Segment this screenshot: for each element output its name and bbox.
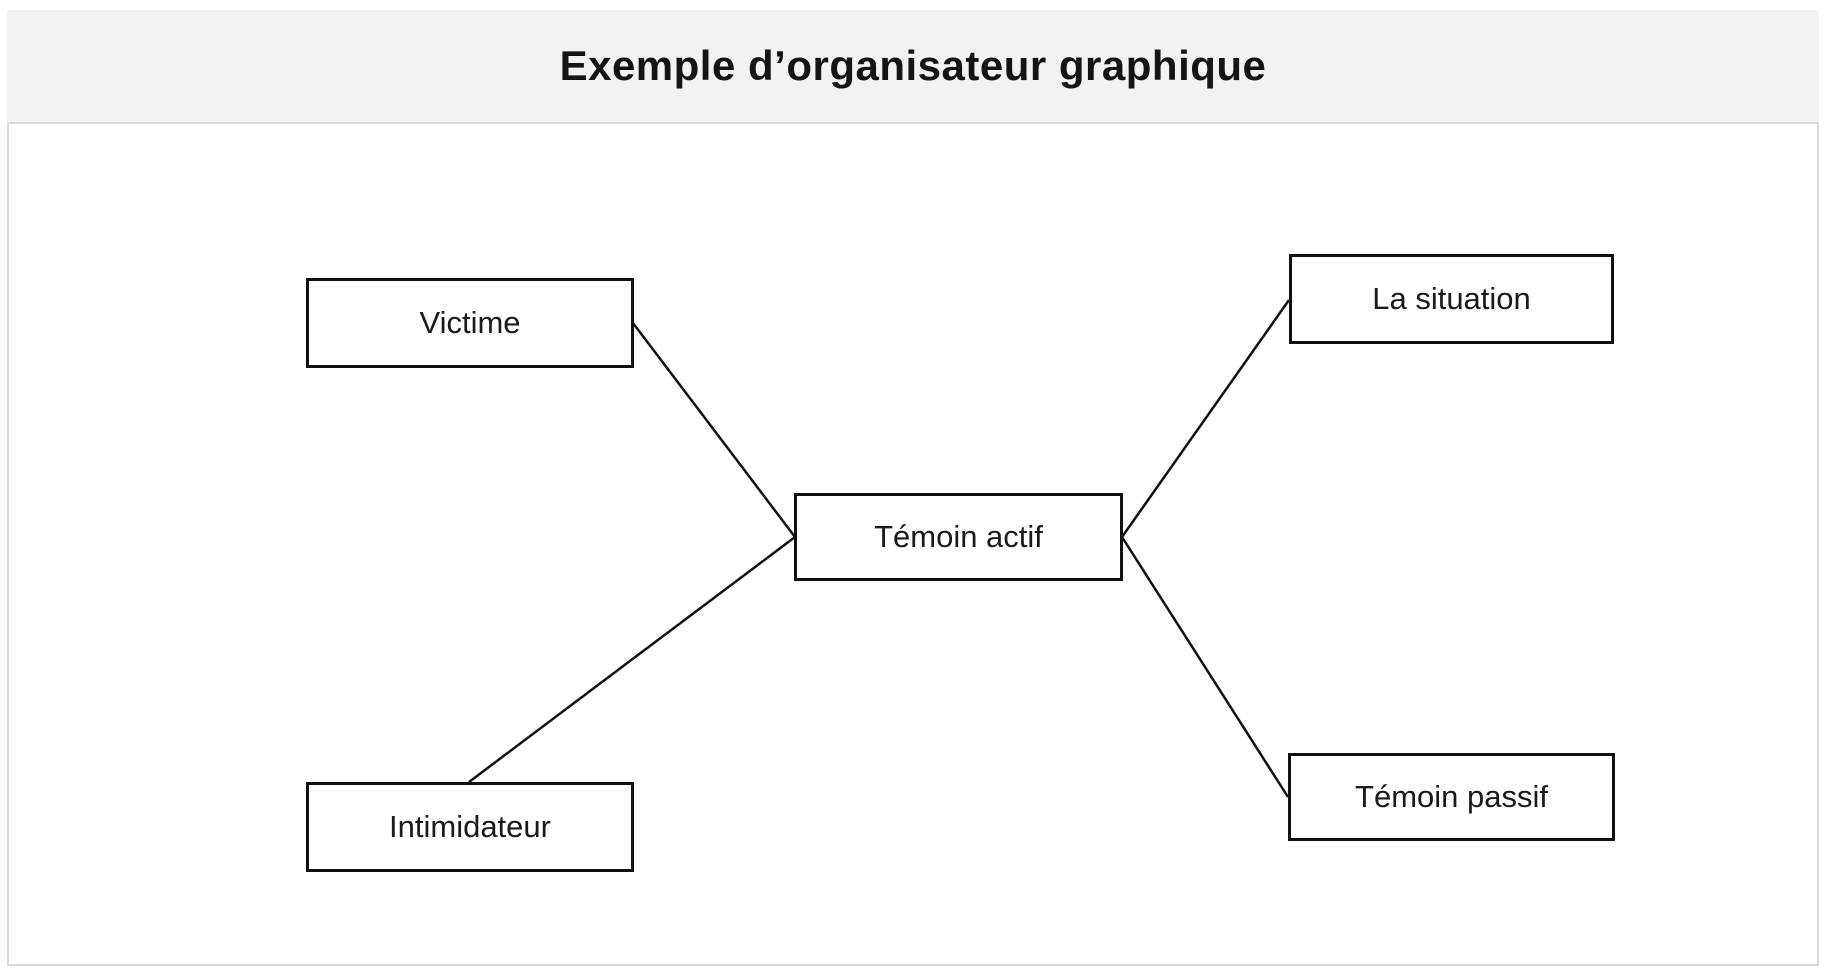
- title-bar: Exemple d’organisateur graphique: [7, 10, 1819, 122]
- node-intimidateur: Intimidateur: [306, 782, 634, 872]
- node-temoin-passif: Témoin passif: [1288, 753, 1615, 841]
- page-title: Exemple d’organisateur graphique: [559, 42, 1267, 89]
- node-temoin-actif: Témoin actif: [794, 493, 1123, 581]
- node-la-situation: La situation: [1289, 254, 1614, 344]
- node-victime: Victime: [306, 278, 634, 368]
